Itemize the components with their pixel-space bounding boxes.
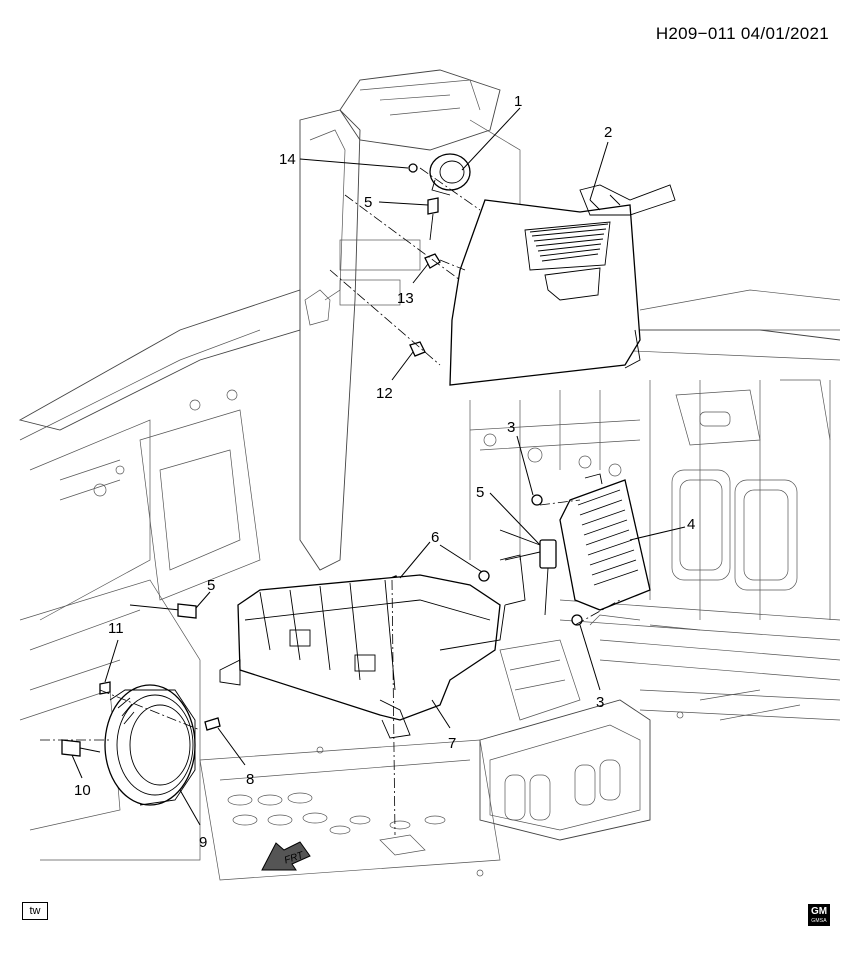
callout-7: 7	[448, 735, 456, 752]
part-1-grommet	[429, 153, 471, 196]
callout-6: 6	[431, 529, 439, 546]
callout-5-left: 5	[207, 577, 215, 594]
callout-13: 13	[397, 290, 414, 307]
callout-14: 14	[279, 151, 296, 168]
diagram-code: H209−011 04/01/2021	[655, 24, 829, 43]
front-direction-arrow-icon: FRT	[261, 841, 311, 871]
callout-3-upper: 3	[507, 419, 515, 436]
callout-1: 1	[514, 93, 522, 110]
callout-12: 12	[376, 385, 393, 402]
callout-5-upper: 5	[364, 194, 372, 211]
callout-3-lower: 3	[596, 694, 604, 711]
callout-11: 11	[108, 620, 124, 637]
part-7-subwoofer-enclosure	[219, 554, 526, 739]
callouts: 1 2 3 3 4 5 5 5 6 7 8 9 10 11 12 13	[71, 93, 695, 851]
callout-8: 8	[246, 771, 254, 788]
tw-badge-icon: tw	[22, 902, 48, 920]
callout-4: 4	[687, 516, 695, 533]
part-2-trim-panel	[449, 184, 676, 386]
callout-10: 10	[74, 782, 91, 799]
callout-9: 9	[199, 834, 207, 851]
assembly-lines	[40, 167, 621, 836]
part-4-amplifier	[499, 473, 651, 616]
callout-5-middle: 5	[476, 484, 484, 501]
part-9-speaker	[104, 684, 196, 806]
callout-2: 2	[604, 124, 612, 141]
